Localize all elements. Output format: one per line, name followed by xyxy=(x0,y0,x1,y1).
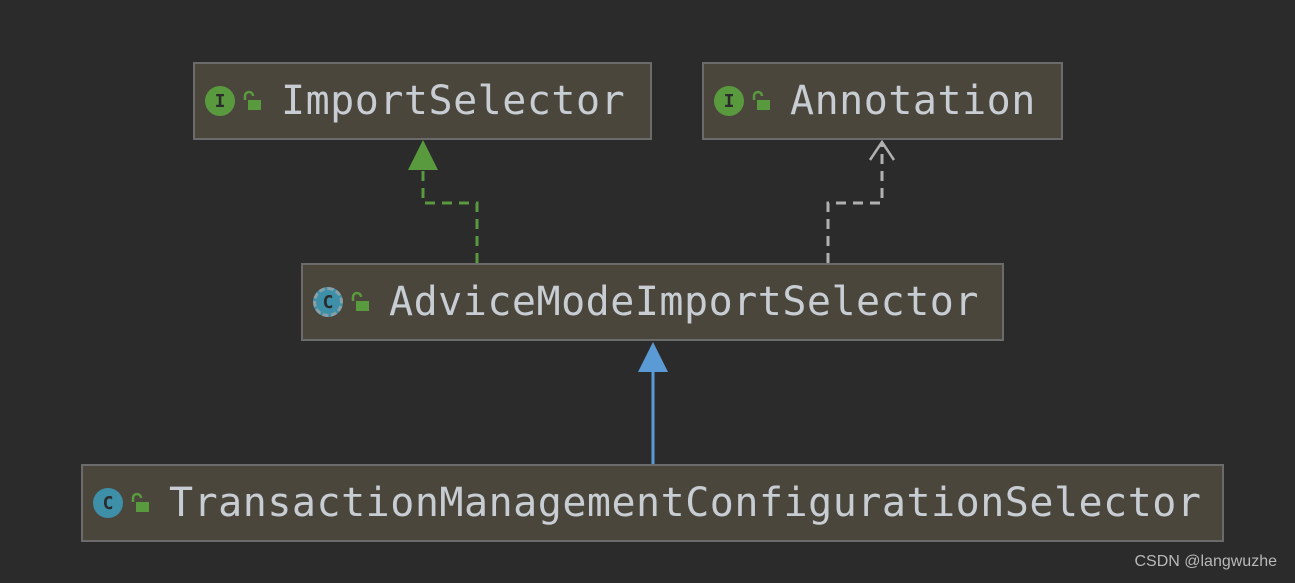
arrowhead-annotation xyxy=(868,139,896,161)
unlocked-icon xyxy=(131,492,149,512)
interface-icon: I xyxy=(205,86,235,116)
unlocked-icon xyxy=(351,291,369,311)
node-label: ImportSelector xyxy=(281,78,626,124)
edge-advicemode-to-importselector xyxy=(421,170,479,263)
unlocked-icon xyxy=(752,90,770,110)
node-advice-mode-import-selector[interactable]: C AdviceModeImportSelector xyxy=(301,263,1004,341)
node-label: TransactionManagementConfigurationSelect… xyxy=(169,480,1202,526)
class-icon: C xyxy=(93,488,123,518)
arrowhead-advicemode xyxy=(638,342,668,372)
edge-advicemode-to-annotation xyxy=(826,143,884,263)
interface-icon: I xyxy=(714,86,744,116)
node-import-selector[interactable]: I ImportSelector xyxy=(193,62,652,140)
node-annotation[interactable]: I Annotation xyxy=(702,62,1063,140)
watermark: CSDN @langwuzhe xyxy=(1134,553,1277,570)
node-transaction-management-configuration-selector[interactable]: C TransactionManagementConfigurationSele… xyxy=(81,464,1224,542)
arrowhead-importselector xyxy=(408,140,438,170)
unlocked-icon xyxy=(243,90,261,110)
node-label: AdviceModeImportSelector xyxy=(389,279,979,325)
abstract-class-icon: C xyxy=(313,287,343,317)
node-label: Annotation xyxy=(790,78,1036,124)
